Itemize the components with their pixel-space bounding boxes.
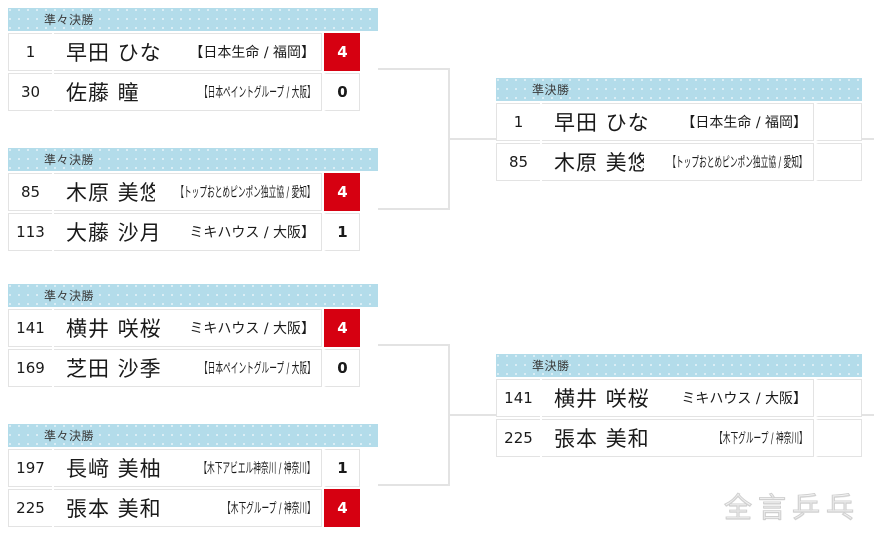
match-qf-3: 準々決勝 141 横井 咲桜 【ミキハウス / 大阪】 4 169 芝田 沙季 …: [8, 284, 378, 387]
player-team: 【ミキハウス / 大阪】: [190, 222, 321, 242]
player-score: 4: [324, 489, 360, 527]
match-sf-2: 準決勝 141 横井 咲桜 【ミキハウス / 大阪】 225 張本 美和 【木下…: [496, 354, 862, 457]
match-round-label: 準々決勝: [8, 284, 378, 309]
bracket-player-row[interactable]: 141 横井 咲桜 【ミキハウス / 大阪】: [496, 379, 862, 417]
player-score: 0: [324, 73, 360, 111]
player-team: 【木下グループ / 神奈川】: [223, 501, 315, 517]
connector-sf2-in: [448, 414, 496, 416]
match-qf-1: 準々決勝 1 早田 ひな 【日本生命 / 福岡】 4 30 佐藤 瞳 【日本ペイ…: [8, 8, 378, 111]
connector-qf1-out: [378, 68, 450, 70]
player-team: 【木下グループ / 神奈川】: [715, 431, 807, 447]
connector-sf1-out: [862, 138, 874, 140]
player-name: 大藤 沙月: [54, 217, 191, 247]
player-name: 早田 ひな: [542, 107, 688, 137]
player-score: [816, 103, 862, 141]
bracket-player-row[interactable]: 85 木原 美悠 【トップおとめピンポン独立協 / 愛知】: [496, 143, 862, 181]
match-sf-1: 準決勝 1 早田 ひな 【日本生命 / 福岡】 85 木原 美悠 【トップおとめ…: [496, 78, 862, 181]
bracket-player-row[interactable]: 225 張本 美和 【木下グループ / 神奈川】 4: [8, 489, 378, 527]
match-round-label: 準決勝: [496, 354, 862, 379]
player-seed: 141: [496, 379, 540, 417]
player-team: 【トップおとめピンポン独立協 / 愛知】: [176, 185, 315, 201]
bracket-player-row[interactable]: 1 早田 ひな 【日本生命 / 福岡】 4: [8, 33, 378, 71]
watermark-text: 全言乒乓: [723, 491, 861, 525]
player-seed: 225: [496, 419, 540, 457]
player-score: 1: [324, 213, 360, 251]
match-round-label: 準決勝: [496, 78, 862, 103]
bracket-player-row[interactable]: 225 張本 美和 【木下グループ / 神奈川】: [496, 419, 862, 457]
player-score: 4: [324, 173, 360, 211]
match-round-label: 準々決勝: [8, 148, 378, 173]
bracket-player-row[interactable]: 1 早田 ひな 【日本生命 / 福岡】: [496, 103, 862, 141]
player-seed: 1: [496, 103, 540, 141]
bracket-player-row[interactable]: 169 芝田 沙季 【日本ペイントグループ / 大阪】 0: [8, 349, 378, 387]
player-seed: 169: [8, 349, 52, 387]
player-team: 【日本ペイントグループ / 大阪】: [200, 361, 315, 377]
player-seed: 85: [496, 143, 540, 181]
player-team: 【トップおとめピンポン独立協 / 愛知】: [668, 155, 807, 171]
connector-qf4-out: [378, 484, 450, 486]
match-qf-4: 準々決勝 197 長﨑 美柚 【木下アビエル神奈川 / 神奈川】 1 225 張…: [8, 424, 378, 527]
player-name: 横井 咲桜: [542, 383, 681, 413]
player-team: 【ミキハウス / 大阪】: [680, 388, 813, 408]
player-seed: 30: [8, 73, 52, 111]
player-name: 横井 咲桜: [54, 313, 191, 343]
player-team: 【日本生命 / 福岡】: [197, 42, 321, 62]
player-name: 木原 美悠: [542, 147, 645, 177]
player-score: 1: [324, 449, 360, 487]
player-seed: 85: [8, 173, 52, 211]
bracket-player-row[interactable]: 197 長﨑 美柚 【木下アビエル神奈川 / 神奈川】 1: [8, 449, 378, 487]
player-name: 佐藤 瞳: [54, 77, 166, 107]
player-score: [816, 379, 862, 417]
player-name: 早田 ひな: [54, 37, 198, 67]
player-team: 【日本生命 / 福岡】: [687, 112, 813, 132]
player-name: 張本 美和: [542, 423, 670, 453]
player-team: 【日本ペイントグループ / 大阪】: [200, 85, 315, 101]
match-round-label: 準々決勝: [8, 424, 378, 449]
connector-qf3-out: [378, 344, 450, 346]
player-seed: 1: [8, 33, 52, 71]
bracket-player-row[interactable]: 30 佐藤 瞳 【日本ペイントグループ / 大阪】 0: [8, 73, 378, 111]
player-score: 4: [324, 33, 360, 71]
connector-qf2-out: [378, 208, 450, 210]
bracket-player-row[interactable]: 113 大藤 沙月 【ミキハウス / 大阪】 1: [8, 213, 378, 251]
bracket-player-row[interactable]: 141 横井 咲桜 【ミキハウス / 大阪】 4: [8, 309, 378, 347]
player-name: 木原 美悠: [54, 177, 156, 207]
connector-sf1-in: [448, 138, 496, 140]
player-seed: 141: [8, 309, 52, 347]
bracket-player-row[interactable]: 85 木原 美悠 【トップおとめピンポン独立協 / 愛知】 4: [8, 173, 378, 211]
player-score: [816, 419, 862, 457]
player-name: 長﨑 美柚: [54, 453, 166, 483]
match-round-label: 準々決勝: [8, 8, 378, 33]
player-name: 芝田 沙季: [54, 353, 166, 383]
player-name: 張本 美和: [54, 493, 180, 523]
player-score: 4: [324, 309, 360, 347]
match-qf-2: 準々決勝 85 木原 美悠 【トップおとめピンポン独立協 / 愛知】 4 113…: [8, 148, 378, 251]
connector-sf2-out: [862, 414, 874, 416]
player-score: [816, 143, 862, 181]
player-score: 0: [324, 349, 360, 387]
player-team: 【ミキハウス / 大阪】: [190, 318, 321, 338]
player-seed: 225: [8, 489, 52, 527]
player-seed: 113: [8, 213, 52, 251]
player-team: 【木下アビエル神奈川 / 神奈川】: [199, 461, 315, 477]
player-seed: 197: [8, 449, 52, 487]
